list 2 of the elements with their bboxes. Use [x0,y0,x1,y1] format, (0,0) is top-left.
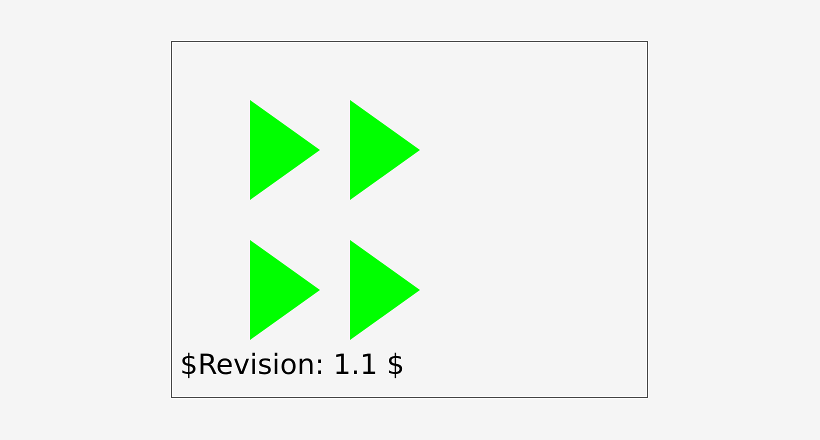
revision-text: $Revision: 1.1 $ [180,348,404,381]
frame-box [171,41,648,398]
